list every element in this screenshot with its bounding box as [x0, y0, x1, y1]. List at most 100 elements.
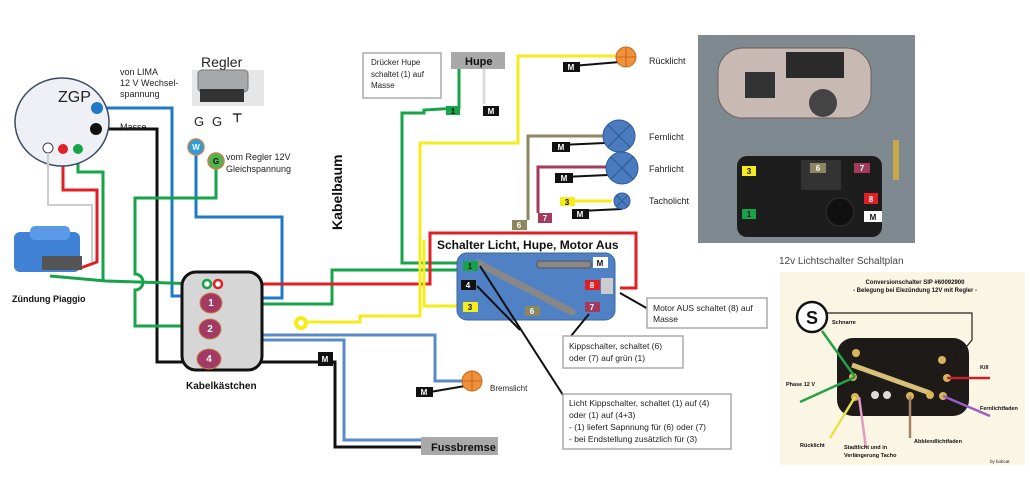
hupe-note-3: Masse [371, 81, 395, 90]
switch-term-m: M [597, 259, 604, 268]
yellow-connector [294, 316, 308, 330]
svg-text:4: 4 [206, 354, 212, 365]
hupe-note-1: Drücker Hupe [371, 58, 421, 67]
callout-arrows [476, 265, 651, 396]
svg-text:M: M [322, 355, 329, 364]
bremslicht-label: Bremslicht [490, 384, 528, 393]
svg-text:oder (1) auf (4+3): oder (1) auf (4+3) [569, 410, 636, 420]
switch-box: 1 4 3 6 7 8 M [456, 252, 616, 321]
regler-terminal-g1: G [194, 114, 204, 129]
hupe-note-2: schaltet (1) auf [371, 70, 425, 79]
lamp-fernlicht [602, 119, 636, 153]
kk-terminal-4 [196, 348, 222, 370]
zgp-terminal-red [58, 144, 68, 154]
zuendung-label: Zündung Piaggio [12, 294, 86, 304]
svg-text:Kippschalter, schaltet (6): Kippschalter, schaltet (6) [569, 341, 662, 351]
svg-text:Rücklicht: Rücklicht [800, 443, 825, 449]
zgp-terminal-green [73, 144, 83, 154]
ground-icon: ⊤ [232, 111, 242, 125]
schaltplan-panel: 12v Lichtschalter Schaltplan Conversions… [775, 250, 1030, 467]
svg-text:- (1) liefert Sapnnung für (6): - (1) liefert Sapnnung für (6) oder (7) [569, 422, 706, 432]
wire-yellow-ruecklicht [308, 54, 616, 324]
hupe-note-box [362, 52, 442, 99]
svg-text:6: 6 [517, 221, 522, 230]
switch-term-6: 6 [530, 307, 535, 316]
svg-text:oder (7) auf grün (1): oder (7) auf grün (1) [569, 353, 645, 363]
hupe-box [451, 52, 505, 69]
lamp-ruecklicht [615, 46, 637, 68]
switch-term-8: 8 [590, 281, 595, 290]
kk-terminal-2 [198, 318, 222, 340]
svg-text:Verlängerung Tacho: Verlängerung Tacho [844, 453, 897, 459]
svg-text:M: M [421, 388, 428, 397]
svg-text:Conversionschalter SIP #600929: Conversionschalter SIP #60092900 [866, 280, 966, 286]
regler-image [197, 69, 249, 93]
regler-note-2: Gleichspannung [226, 164, 291, 174]
svg-text:3: 3 [747, 167, 752, 176]
kk-terminal-1 [199, 292, 223, 314]
zgp: ZGP [14, 77, 110, 262]
wire-green-zuendung [49, 274, 139, 284]
hupe-masse [483, 106, 499, 116]
schaltplan-title: 12v Lichtschalter Schaltplan [779, 256, 904, 267]
wire-blue-fussbremse [214, 338, 421, 442]
callout-motor-aus [646, 297, 768, 329]
kabelkaestchen: 1 2 4 [180, 270, 264, 372]
switch-term-4: 4 [466, 281, 471, 290]
hupe-title: Hupe [465, 56, 493, 68]
svg-text:1: 1 [208, 298, 214, 309]
svg-text:Licht Kippschalter, schaltet (: Licht Kippschalter, schaltet (1) auf (4) [569, 398, 709, 408]
lamp-fahrlicht [605, 151, 639, 185]
svg-text:M: M [577, 210, 584, 219]
svg-text:Kill: Kill [980, 365, 989, 371]
zgp-terminal-blue [91, 102, 103, 114]
wires [49, 54, 638, 449]
lamp-bremslicht [461, 370, 483, 392]
svg-text:Stadtlicht und in: Stadtlicht und in [844, 445, 888, 451]
regler-terminal-g2: G [212, 114, 222, 129]
wire-green-switch1 [220, 268, 462, 306]
svg-text:M: M [568, 63, 575, 72]
g-badge [207, 152, 225, 170]
masse-tag [318, 352, 333, 366]
tacholicht-label: Tacholicht [649, 196, 690, 206]
regler: Regler G G ⊤ W G [187, 54, 264, 170]
kabelbaum-label: Kabelbaum [329, 155, 345, 230]
svg-text:M: M [558, 143, 565, 152]
switch-photo: 3 6 7 8 1 M [698, 35, 915, 243]
svg-text:by bobcat: by bobcat [990, 459, 1010, 464]
hupe-term-1 [446, 106, 460, 115]
lima-note-3: spannung [120, 89, 160, 99]
wire-yellow-3 [422, 240, 457, 308]
svg-text:1: 1 [451, 107, 456, 116]
svg-text:- bei Endstellung zusätzlich f: - bei Endstellung zusätzlich für (3) [569, 434, 697, 444]
wire-olive-fernlicht [526, 134, 603, 220]
switch-term-1: 1 [468, 262, 473, 271]
wire-maroon-fahrlicht [536, 165, 606, 213]
g-badge-label: G [213, 157, 219, 166]
zgp-terminal-black [90, 123, 102, 135]
regler-note-1: vom Regler 12V [226, 152, 291, 162]
wire-red-zgp [61, 149, 99, 272]
w-badge [187, 138, 205, 156]
svg-text:7: 7 [543, 214, 548, 223]
lima-note-2: 12 V Wechsel- [120, 78, 178, 88]
svg-text:M: M [870, 213, 877, 222]
svg-text:2: 2 [207, 324, 213, 335]
switch-term-7: 7 [590, 303, 595, 312]
zgp-title: ZGP [58, 89, 91, 106]
zuendung-piaggio [14, 226, 82, 272]
svg-text:M: M [488, 107, 495, 116]
lima-note-1: von LIMA [120, 67, 158, 77]
svg-text:Motor AUS schaltet (8) auf: Motor AUS schaltet (8) auf [653, 303, 753, 313]
svg-text:1: 1 [747, 210, 752, 219]
ruecklicht-label: Rücklicht [649, 56, 686, 66]
svg-text:M: M [561, 174, 568, 183]
regler-title: Regler [201, 54, 243, 70]
wire-blue-lima [97, 106, 205, 298]
callout-licht [562, 393, 732, 450]
switch-title: Schalter Licht, Hupe, Motor Aus [437, 238, 619, 252]
masse-label: Masse [120, 122, 147, 132]
fernlicht-label: Fernlicht [649, 132, 684, 142]
svg-text:Schnarre: Schnarre [832, 320, 856, 326]
